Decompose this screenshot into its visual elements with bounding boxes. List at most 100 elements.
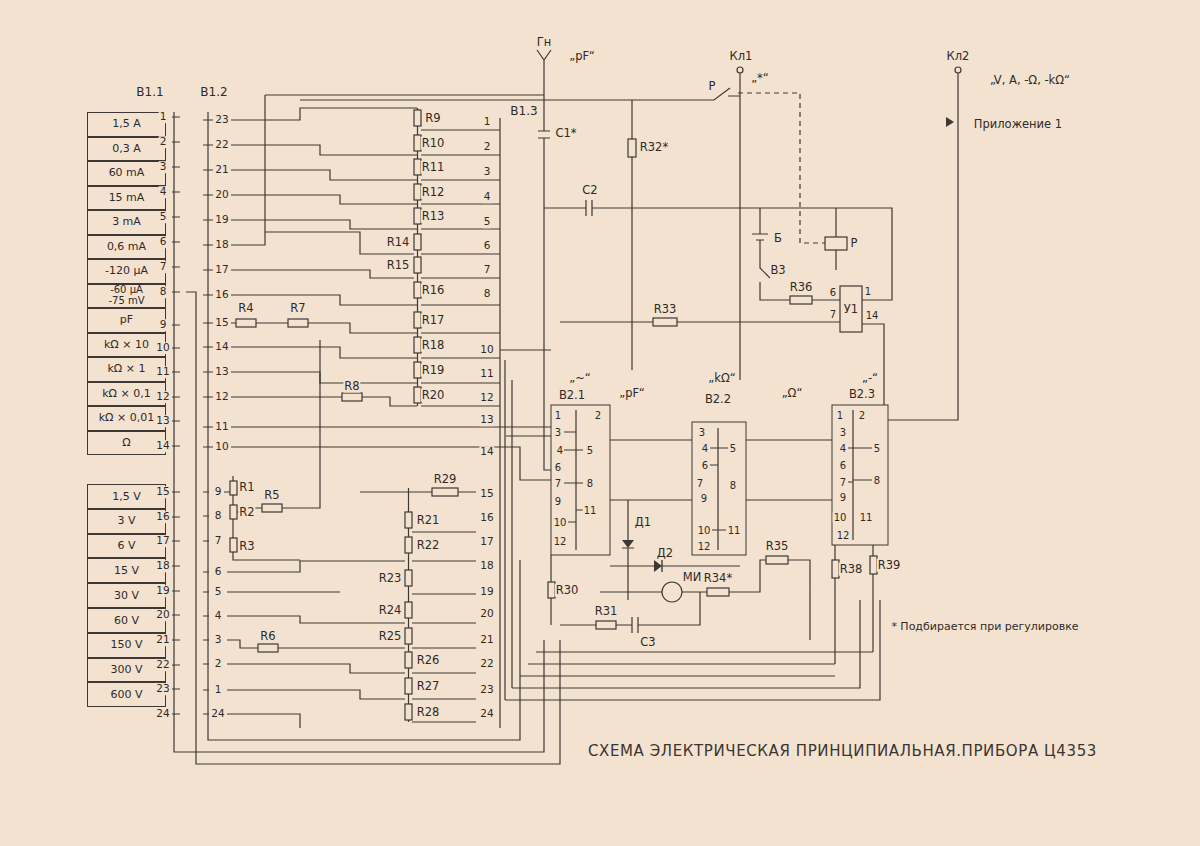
- switch-mode-label: „-“: [861, 372, 879, 385]
- range-cell: -120 μA: [87, 259, 166, 284]
- component-label: R3: [238, 540, 255, 553]
- range-label: kΩ × 0,1: [102, 388, 150, 400]
- range-cell: kΩ × 0,01: [87, 406, 166, 431]
- contact-number: 16: [479, 512, 494, 524]
- contact-number: 11: [859, 512, 874, 523]
- contact-number: 21: [479, 634, 494, 646]
- contact-number: 4: [214, 610, 223, 622]
- contact-number: 23: [479, 684, 494, 696]
- contact-number: 14: [155, 440, 170, 452]
- component-label: R36: [789, 281, 814, 294]
- resistor-label: R24: [378, 604, 403, 617]
- range-label: kΩ × 0,01: [99, 412, 154, 424]
- contact-number: 16: [214, 289, 229, 301]
- contact-number: 4: [556, 445, 564, 456]
- contact-number: 5: [159, 211, 168, 223]
- range-cell: 0,3 A: [87, 137, 166, 162]
- contact-number: 9: [839, 492, 847, 503]
- resistor-label: R16: [421, 284, 446, 297]
- contact-number: 5: [214, 586, 223, 598]
- resistor-label: R14: [386, 236, 411, 249]
- annotation: Кл2: [946, 50, 971, 63]
- contact-number: 23: [214, 114, 229, 126]
- contact-number: 2: [159, 136, 168, 148]
- contact-number: 19: [214, 214, 229, 226]
- contact-number: 5: [873, 443, 881, 454]
- resistor-label: R27: [416, 680, 441, 693]
- contact-number: 7: [554, 478, 562, 489]
- switch-mode-label: В2.3: [848, 388, 876, 401]
- range-cell: 0,6 mA: [87, 235, 166, 260]
- range-label: 1,5 V: [112, 491, 141, 503]
- contact-number: 2: [483, 141, 492, 153]
- contact-number: 5: [483, 216, 492, 228]
- range-label: 60 V: [114, 615, 139, 627]
- range-label: 60 mA: [109, 167, 145, 179]
- component-label: В3: [769, 264, 786, 277]
- contact-number: 7: [214, 535, 223, 547]
- range-cell: 1,5 A: [87, 112, 166, 137]
- range-cell: 30 V: [87, 583, 166, 608]
- contact-number: 18: [479, 560, 494, 572]
- component-label: 6: [829, 287, 837, 298]
- resistor-label: R10: [421, 137, 446, 150]
- contact-number: 10: [479, 344, 494, 356]
- contact-number: 8: [729, 480, 737, 491]
- component-label: R2: [238, 506, 255, 519]
- contact-number: 19: [155, 585, 170, 597]
- contact-number: 8: [214, 510, 223, 522]
- contact-number: 11: [214, 421, 229, 433]
- contact-number: 23: [155, 683, 170, 695]
- contact-number: 13: [479, 414, 494, 426]
- switch-name: В1.3: [509, 105, 538, 118]
- contact-number: 6: [159, 236, 168, 248]
- range-label: 600 V: [110, 689, 142, 701]
- switch-mode-label: В2.2: [704, 393, 732, 406]
- diagram-title: СХЕМА ЭЛЕКТРИЧЕСКАЯ ПРИНЦИПИАЛЬНАЯ.ПРИБО…: [588, 742, 1097, 760]
- range-label: kΩ × 10: [104, 339, 149, 351]
- contact-number: 6: [701, 460, 709, 471]
- contact-number: 2: [214, 658, 223, 670]
- component-label: 14: [865, 310, 880, 321]
- contact-number: 1: [836, 410, 844, 421]
- component-label: R35: [765, 540, 790, 553]
- range-label: 30 V: [114, 590, 139, 602]
- contact-number: 13: [155, 415, 170, 427]
- component-label: 1: [864, 286, 872, 297]
- range-label: 6 V: [117, 540, 135, 552]
- range-cell: 60 V: [87, 608, 166, 633]
- range-cell: pF: [87, 308, 166, 333]
- range-label: 0,6 mA: [107, 241, 146, 253]
- contact-number: 1: [554, 410, 562, 421]
- contact-number: 8: [873, 475, 881, 486]
- contact-number: 7: [696, 478, 704, 489]
- range-cell: kΩ × 0,1: [87, 382, 166, 407]
- contact-number: 4: [483, 191, 492, 203]
- contact-number: 11: [155, 366, 170, 378]
- contact-number: 6: [554, 462, 562, 473]
- component-label: Б: [773, 232, 783, 245]
- resistor-label: R9: [424, 112, 441, 125]
- contact-number: 17: [155, 535, 170, 547]
- annotation: Кл1: [729, 50, 754, 63]
- contact-number: 7: [483, 264, 492, 276]
- annotation: * Подбирается при регулировке: [890, 621, 1079, 633]
- component-label: C2: [581, 184, 598, 197]
- range-label: 300 V: [110, 664, 142, 676]
- range-cell: 60 mA: [87, 161, 166, 186]
- contact-number: 11: [727, 525, 742, 536]
- contact-number: 9: [214, 486, 223, 498]
- component-label: R4: [237, 302, 254, 315]
- contact-number: 12: [697, 541, 712, 552]
- range-cell: 6 V: [87, 534, 166, 559]
- contact-number: 1: [483, 116, 492, 128]
- switch-name: В1.1: [135, 86, 164, 99]
- contact-number: 15: [214, 317, 229, 329]
- contact-number: 3: [839, 427, 847, 438]
- contact-number: 12: [155, 391, 170, 403]
- contact-number: 6: [483, 240, 492, 252]
- resistor-label: R23: [378, 572, 403, 585]
- range-cell: 600 V: [87, 682, 166, 707]
- annotation: Приложение 1: [973, 118, 1063, 131]
- resistor-label: R15: [386, 259, 411, 272]
